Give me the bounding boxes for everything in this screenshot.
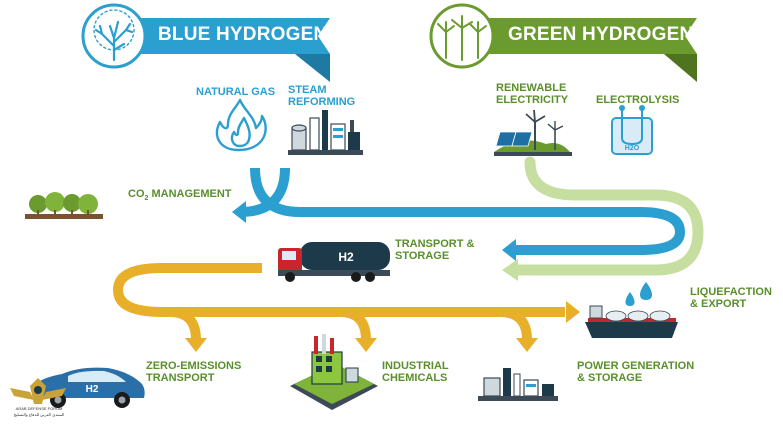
yellow-branch-3-arrowhead: [516, 338, 538, 352]
power-generation-plant-icon: [478, 368, 558, 401]
transport-storage-label: TRANSPORT & STORAGE: [395, 238, 475, 262]
co2-subscript: 2: [144, 195, 149, 203]
green-flow-arrowhead: [502, 259, 518, 281]
car-label: H2: [86, 384, 99, 395]
electrolysis-tank-icon: H2O: [611, 105, 653, 155]
renewable-electricity-solar-wind-icon: [494, 109, 572, 156]
yellow-branch-3: [499, 307, 532, 341]
water-tank-label: H2O: [625, 145, 640, 152]
electrolysis-label: ELECTROLYSIS: [596, 94, 680, 106]
blue-flow-arrowhead-left: [232, 201, 246, 223]
watermark-emblem-logo: [10, 378, 66, 404]
trees-icon: [25, 192, 103, 219]
tree-logo-icon: [93, 9, 135, 62]
blue-flow-arrowhead-right: [502, 239, 516, 261]
blue-flow-branch-line: [239, 167, 290, 217]
export-ship-icon: [585, 305, 678, 338]
water-drops-icon: [625, 282, 652, 306]
green-flow-line: [509, 156, 704, 276]
liquefaction-export-label: LIQUEFACTION & EXPORT: [690, 286, 772, 310]
watermark-text-line2: المنتدى العربي للدفاع والتسليح: [13, 412, 65, 417]
truck-tank-label: H2: [338, 250, 354, 264]
yellow-flow-arrowhead-export: [566, 301, 580, 323]
renewable-electricity-label: RENEWABLE ELECTRICITY: [496, 82, 569, 106]
co2-suffix: MANAGEMENT: [148, 188, 232, 200]
co2-prefix: CO: [128, 188, 145, 200]
yellow-branch-2: [339, 307, 371, 341]
power-generation-storage-label: POWER GENERATION & STORAGE: [577, 360, 695, 384]
natural-gas-flame-icon: [215, 98, 267, 152]
green-hydrogen-title: GREEN HYDROGEN: [508, 24, 694, 45]
hydrogen-car-icon: H2: [34, 367, 145, 408]
industrial-chemicals-label: INDUSTRIAL CHEMICALS: [382, 360, 449, 384]
yellow-branch-1-arrowhead: [185, 338, 207, 352]
steam-reforming-label: STEAM REFORMING: [288, 84, 356, 108]
natural-gas-label: NATURAL GAS: [196, 86, 276, 98]
zero-emissions-transport-label: ZERO-EMISSIONS TRANSPORT: [146, 360, 242, 384]
yellow-branch-1: [169, 307, 201, 341]
steam-reforming-plant-icon: [288, 110, 363, 155]
industrial-chemicals-plant-icon: [290, 334, 378, 410]
yellow-flow-line: [112, 263, 565, 317]
wind-turbines-logo-icon: [437, 15, 487, 61]
blue-hydrogen-title: BLUE HYDROGEN: [158, 24, 328, 45]
watermark-text-line1: ARAB DEFENSE FORUM: [15, 406, 63, 411]
co2-management-label: CO2 MANAGEMENT: [128, 188, 232, 205]
hydrogen-truck-icon: H2: [278, 242, 390, 282]
yellow-branch-2-arrowhead: [355, 338, 377, 352]
